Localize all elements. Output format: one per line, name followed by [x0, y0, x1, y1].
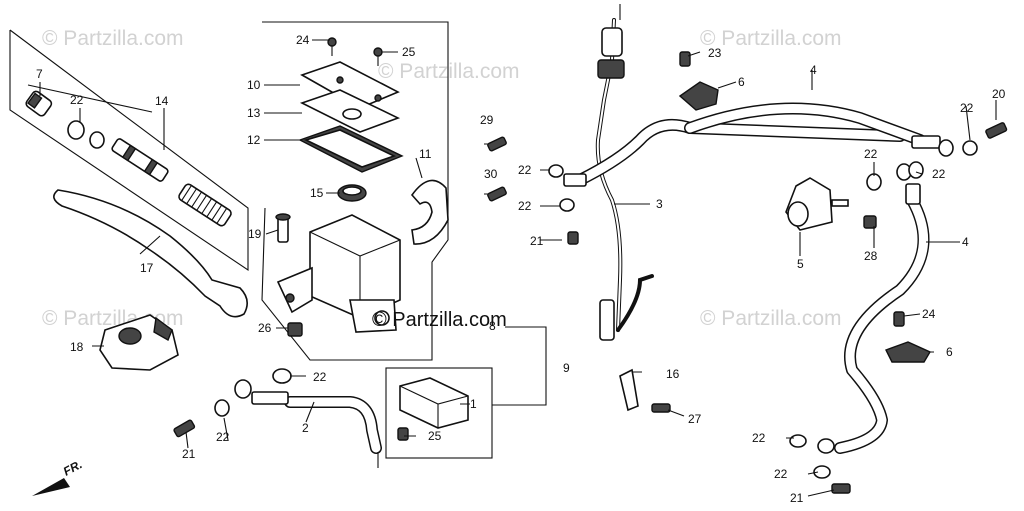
callout: 22 [864, 147, 878, 161]
circlip-part [67, 120, 85, 140]
callout: 16 [666, 367, 680, 381]
clamp-6-upper-part [678, 81, 719, 111]
callout: 21 [182, 447, 196, 461]
brake-hose-2 [234, 379, 382, 468]
brake-hose-3 [563, 119, 906, 187]
watermark-group: © Partzilla.com © Partzilla.com © Partzi… [42, 27, 842, 330]
callout: 1 [470, 397, 477, 411]
piston-kit [25, 90, 232, 227]
callout: 7 [36, 67, 43, 81]
callout: 8 [489, 319, 496, 333]
master-cylinder-group [275, 37, 449, 337]
brake-hose-4 [684, 102, 954, 157]
spring-part [178, 183, 232, 227]
callout: 11 [419, 147, 432, 161]
watermark-text: © Partzilla.com [42, 27, 184, 50]
leader-lines [27, 4, 997, 497]
switch-housing-part [99, 314, 179, 371]
callout: 10 [247, 78, 261, 92]
callout: 29 [480, 113, 494, 127]
switch-box [385, 367, 493, 459]
washer-part [89, 131, 105, 149]
watermark-text: © Partzilla.com [700, 307, 842, 330]
callout: 15 [310, 186, 324, 200]
callout: 13 [247, 106, 261, 120]
callout: 21 [790, 491, 804, 505]
stop-switch-part [399, 377, 469, 429]
front-arrow-icon [32, 478, 70, 496]
callout: 22 [313, 370, 327, 384]
callout: 28 [864, 249, 878, 263]
nut-27-part [287, 322, 303, 337]
front-direction-label: FR. [61, 457, 85, 478]
callout: 24 [922, 307, 936, 321]
screw-25-part [327, 37, 383, 66]
callout: 2 [302, 421, 309, 435]
bolt-19-part [275, 213, 291, 243]
brake-hose-4-lower [817, 163, 930, 454]
callout: 24 [296, 33, 310, 47]
washers-group [214, 140, 978, 479]
callout: 22 [216, 430, 230, 444]
watermark-text: © Partzilla.com [378, 60, 520, 83]
bracket-8-9 [492, 326, 547, 406]
brand-mark: © Partzilla.com [372, 309, 507, 331]
callout: 25 [402, 45, 416, 59]
brake-lever-part [53, 189, 248, 318]
watermark-text: © Partzilla.com [700, 27, 842, 50]
cylinder-body-part [276, 214, 401, 333]
wiring-harness [595, 18, 654, 341]
callout: 19 [248, 227, 262, 241]
piston-part [111, 138, 169, 182]
callouts: 1 2 3 4 4 5 6 6 7 8 9 10 11 12 13 14 15 … [36, 33, 1006, 505]
callout: 18 [70, 340, 84, 354]
callout: 4 [810, 63, 817, 77]
callout: 21 [530, 234, 544, 248]
boot-part [25, 90, 53, 117]
callout: 23 [708, 46, 722, 60]
piston-assembly-box [9, 29, 249, 272]
callout: 22 [70, 93, 84, 107]
callout: 4 [962, 235, 969, 249]
holder-part [410, 179, 449, 245]
callout: 22 [518, 199, 532, 213]
callout: 30 [484, 167, 498, 181]
callout: 27 [688, 412, 702, 426]
master-cylinder-box [261, 21, 449, 361]
clip-16-part [619, 368, 639, 412]
callout: 9 [563, 361, 570, 375]
callout: 22 [774, 467, 788, 481]
callout: 26 [258, 321, 272, 335]
callout: 22 [932, 167, 946, 181]
callout: 22 [752, 431, 766, 445]
callout: 25 [428, 429, 442, 443]
bolts-group [173, 51, 1008, 494]
group-outlines [9, 21, 547, 459]
callout: 6 [946, 345, 953, 359]
callout: 17 [140, 261, 154, 275]
callout: 5 [797, 257, 804, 271]
callout: 20 [992, 87, 1006, 101]
callout: 6 [738, 75, 745, 89]
callout: 22 [960, 101, 974, 115]
joint-5-part [785, 177, 849, 231]
callout: 22 [518, 163, 532, 177]
clamp-6-lower-part [885, 341, 932, 363]
callout: 12 [247, 133, 261, 147]
callout: 14 [155, 94, 169, 108]
callout: 3 [656, 197, 663, 211]
